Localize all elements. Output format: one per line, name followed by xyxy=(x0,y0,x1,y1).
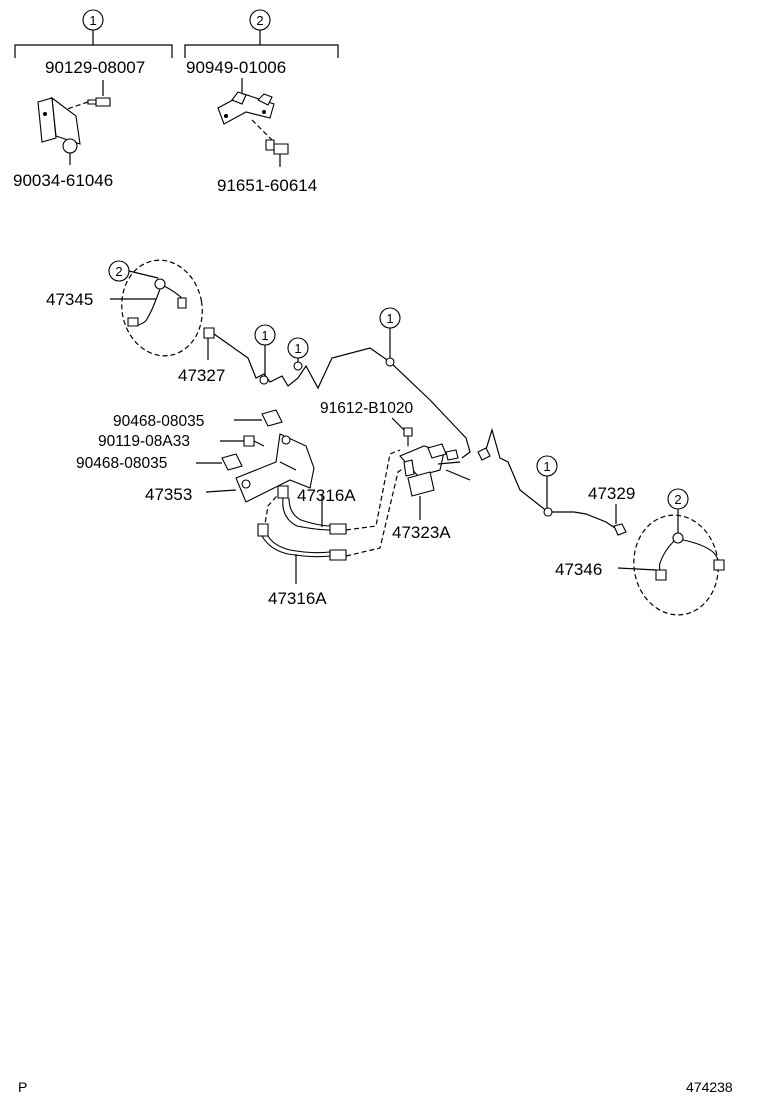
part-90468-08035-b: 90468-08035 xyxy=(76,455,167,472)
part-47316a-top: 47316A xyxy=(297,486,356,505)
union-fitting-icon xyxy=(613,523,627,536)
legend-2-number: 2 xyxy=(256,13,263,28)
callout-1-c: 1 xyxy=(379,307,401,358)
bolt-icon xyxy=(87,80,111,107)
bolt-icon xyxy=(265,139,289,155)
svg-text:1: 1 xyxy=(261,328,268,343)
part-47329: 47329 xyxy=(588,484,635,503)
svg-text:1: 1 xyxy=(543,459,550,474)
legend-1-top-part: 90129-08007 xyxy=(45,58,145,77)
callout-1-a: 1 xyxy=(254,324,276,376)
clip-icon xyxy=(221,453,243,471)
legend-2-bottom-part: 91651-60614 xyxy=(217,176,317,195)
part-47346: 47346 xyxy=(555,560,602,579)
legend-1-bottom-part: 90034-61046 xyxy=(13,171,113,190)
callout-1-right: 1 xyxy=(536,455,558,508)
part-47316a-bottom: 47316A xyxy=(268,589,327,608)
footer-right-code: 474238 xyxy=(686,1079,733,1095)
part-91612-b1020: 91612-B1020 xyxy=(320,400,413,417)
legend-2-top-part: 90949-01006 xyxy=(186,58,286,77)
legend-group-1: 1 90129-08007 90034-61046 xyxy=(13,9,173,190)
union-fitting-icon xyxy=(203,327,215,339)
callout-2-left: 2 xyxy=(115,264,122,279)
part-47323a: 47323A xyxy=(392,523,451,542)
part-47345: 47345 xyxy=(46,290,93,309)
svg-text:1: 1 xyxy=(294,341,301,356)
right-wheel-tube: 2 xyxy=(617,488,725,616)
mounting-bracket xyxy=(235,433,315,503)
junction-block xyxy=(399,443,471,497)
callout-2-right: 2 xyxy=(674,492,681,507)
bolt-icon xyxy=(243,435,265,447)
legend-1-number: 1 xyxy=(89,13,96,28)
bolt-icon xyxy=(403,427,413,446)
clip-icon xyxy=(261,409,283,427)
part-90468-08035-a: 90468-08035 xyxy=(113,413,204,430)
main-brake-tube xyxy=(213,333,619,531)
legend-group-2: 2 90949-01006 91651-60614 xyxy=(184,9,339,195)
svg-text:1: 1 xyxy=(386,311,393,326)
part-90119-08a33: 90119-08A33 xyxy=(98,433,190,450)
part-47353: 47353 xyxy=(145,485,192,504)
flex-hose-top xyxy=(277,485,347,535)
tube-clip-icon xyxy=(217,91,275,125)
footer-left-code: P xyxy=(18,1079,27,1095)
callout-1-b: 1 xyxy=(287,337,309,362)
left-wheel-tube: 2 xyxy=(108,259,203,357)
part-47327: 47327 xyxy=(178,366,225,385)
clamp-bracket-icon xyxy=(37,96,81,154)
flex-hose-bottom xyxy=(257,523,347,561)
